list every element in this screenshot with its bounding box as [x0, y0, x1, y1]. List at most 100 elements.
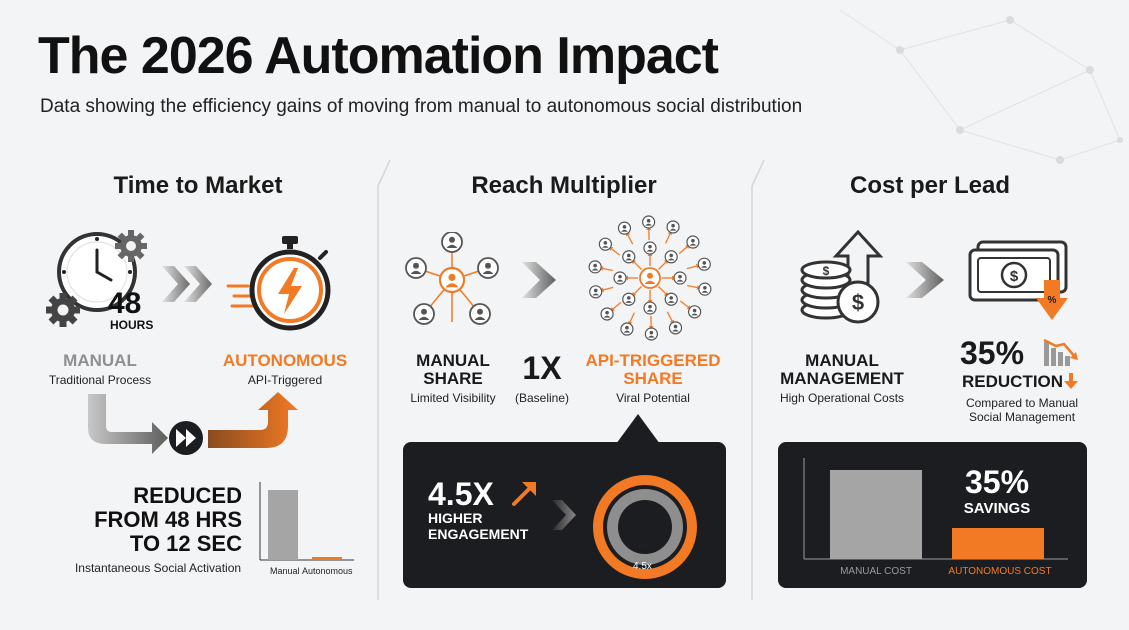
clock-gears-icon [46, 230, 147, 327]
viral-network-icon [588, 215, 712, 341]
autonomous-label: AUTONOMOUS [222, 351, 348, 370]
clock-value: 48 [108, 287, 142, 320]
bar-label-manual-cost: MANUAL COST [840, 566, 912, 577]
arrow-down-icon [1064, 373, 1078, 389]
person-node-icon [477, 257, 499, 279]
trend-up-icon [512, 482, 536, 506]
person-node-icon [666, 220, 680, 234]
small-network-icon [405, 232, 499, 325]
person-node-icon [620, 322, 634, 336]
person-node-icon [642, 215, 656, 229]
savings-percent: 35% [964, 464, 1030, 500]
reach-arrow-icon [522, 262, 556, 298]
manual-share-label: MANUAL SHARE [398, 352, 508, 388]
section-title-cost-per-lead: Cost per Lead [849, 172, 1011, 199]
api-share-line-2: SHARE [623, 369, 683, 388]
bill-down-icon: $ % [968, 240, 1068, 320]
svg-text:$: $ [823, 264, 830, 278]
bar-autonomous [312, 557, 342, 560]
section-title-reach-multiplier: Reach Multiplier [471, 172, 657, 199]
engagement-label: HIGHER ENGAGEMENT [428, 510, 528, 542]
baseline-sublabel: (Baseline) [514, 391, 570, 405]
manual-share-sublabel: Limited Visibility [410, 391, 496, 405]
reduction-sub-line-2: Social Management [968, 410, 1076, 424]
cost-bar-chart [803, 458, 1068, 560]
flow-arrow-graphic [88, 392, 298, 455]
page-title: The 2026 Automation Impact [38, 27, 719, 85]
time-bar-chart [259, 482, 354, 561]
ring-label-inner: 1x [637, 540, 648, 551]
svg-text:$: $ [1010, 268, 1019, 285]
person-node-icon [688, 305, 702, 319]
reduction-caption: Instantaneous Social Activation [74, 561, 242, 575]
person-node-icon [617, 221, 632, 235]
person-node-icon [644, 327, 658, 341]
bar-label-manual: Manual [270, 566, 300, 576]
baseline-value: 1X [522, 350, 562, 386]
person-node-icon [600, 307, 614, 321]
section-divider [751, 160, 765, 600]
person-node-icon [598, 237, 612, 251]
engagement-line-2: ENGAGEMENT [428, 526, 529, 542]
bar-manual [268, 490, 298, 560]
person-node-icon [441, 232, 463, 253]
api-share-label: API-TRIGGERED SHARE [578, 352, 728, 388]
person-node-icon [589, 285, 603, 299]
central-person-icon [639, 267, 661, 289]
manual-management-line-1: MANUAL [805, 351, 879, 370]
person-node-icon [405, 257, 427, 279]
person-node-icon [613, 271, 627, 285]
person-node-icon [622, 250, 636, 264]
chevrons-icon [162, 266, 212, 302]
manual-label: MANUAL [63, 351, 137, 370]
section-divider [377, 160, 391, 600]
savings-panel [778, 442, 1087, 588]
person-node-icon [469, 303, 491, 325]
person-node-icon [664, 292, 678, 306]
person-node-icon [643, 241, 657, 255]
reduction-line-1: REDUCED [133, 483, 242, 508]
reduction-line-3: TO 12 SEC [129, 531, 242, 556]
person-node-icon [413, 303, 435, 325]
manual-management-line-2: MANAGEMENT [780, 369, 904, 388]
svg-text:$: $ [852, 290, 864, 315]
person-node-icon [643, 301, 657, 315]
person-node-icon [622, 292, 636, 306]
reduction-percent: 35% [960, 335, 1025, 371]
panel-arrow-icon [552, 500, 576, 530]
declining-bars-icon [1043, 338, 1078, 366]
person-node-icon [664, 250, 678, 264]
engagement-ring-chart [593, 475, 697, 579]
bar-label-autonomous-cost: AUTONOMOUS COST [948, 566, 1052, 577]
person-node-icon [698, 282, 712, 296]
section-title-time-to-market: Time to Market [113, 172, 283, 199]
person-node-icon [668, 321, 683, 335]
person-node-icon [588, 260, 602, 274]
engagement-line-1: HIGHER [428, 510, 483, 526]
person-node-icon [697, 257, 711, 271]
manual-share-line-2: SHARE [423, 369, 483, 388]
manual-share-line-1: MANUAL [416, 351, 490, 370]
reduction-line-2: FROM 48 HRS [94, 507, 242, 532]
api-share-sublabel: Viral Potential [616, 391, 690, 405]
panel-pointer [616, 414, 660, 444]
savings-word: SAVINGS [963, 500, 1031, 517]
bar-manual-cost [830, 470, 922, 559]
engagement-value: 4.5X [428, 476, 494, 512]
clock-unit: HOURS [110, 318, 154, 332]
reduction-sub-line-1: Compared to Manual [965, 396, 1079, 410]
manual-management-label: MANUAL MANAGEMENT [774, 352, 910, 388]
reduction-headline: REDUCED FROM 48 HRS TO 12 SEC [82, 484, 242, 556]
autonomous-sublabel: API-Triggered [247, 373, 323, 387]
svg-text:%: % [1048, 295, 1057, 306]
stopwatch-icon [226, 236, 331, 331]
person-node-icon [686, 235, 700, 249]
person-node-icon [673, 271, 687, 285]
cost-arrow-icon [906, 262, 944, 298]
ring-label-outer: 4.5x [633, 561, 652, 572]
bar-autonomous-cost [952, 528, 1044, 559]
reduction-word: REDUCTION [962, 372, 1064, 391]
reduction-sublabel: Compared to Manual Social Management [952, 396, 1092, 424]
bar-label-autonomous: Autonomous [302, 566, 353, 576]
